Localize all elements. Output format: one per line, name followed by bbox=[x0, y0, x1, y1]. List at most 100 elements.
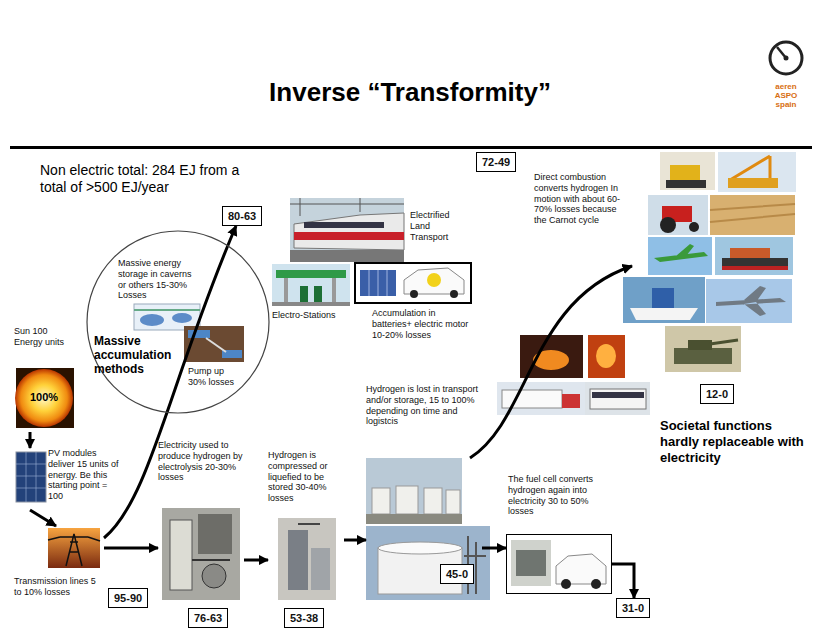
logo-gauge bbox=[770, 42, 802, 74]
header-rule bbox=[10, 146, 812, 149]
node-text: Transmission lines 5 to 10% losses bbox=[14, 576, 102, 598]
compressor-image bbox=[278, 518, 336, 600]
vehicle-collage bbox=[688, 340, 712, 350]
node-text: The fuel cell converts hydrogen again in… bbox=[508, 474, 612, 517]
node-text: Electro-Stations bbox=[272, 310, 352, 321]
vehicle-collage bbox=[710, 340, 738, 344]
electrolysis-image bbox=[202, 564, 226, 588]
process-step: Hydrogen is compressed or liquefied to b… bbox=[268, 450, 344, 602]
fuel-cell-car-image bbox=[516, 550, 546, 576]
flow-arrow bbox=[29, 432, 32, 448]
combustion-arrow bbox=[470, 266, 632, 458]
stage-value: 31-0 bbox=[622, 601, 644, 615]
box-outline bbox=[506, 534, 612, 594]
storage-tanks-image bbox=[396, 486, 418, 514]
transmission-image bbox=[48, 534, 100, 566]
stage-value: 95-90 bbox=[114, 591, 142, 605]
sun-image bbox=[15, 368, 74, 428]
train-image bbox=[290, 250, 404, 262]
battery-car-image bbox=[360, 268, 464, 298]
cavern-image bbox=[172, 313, 192, 323]
pv-module-image bbox=[16, 464, 46, 465]
conclusion-note: Societal functions hardly replaceable wi… bbox=[660, 418, 810, 466]
electro-station-image bbox=[314, 286, 322, 302]
pump-storage-image bbox=[184, 326, 244, 362]
vehicle-collage bbox=[710, 204, 795, 222]
industry-images bbox=[588, 335, 625, 378]
electrolysis-image bbox=[192, 559, 230, 561]
value-box: 45-0 bbox=[440, 564, 474, 584]
electrolysis-image bbox=[162, 508, 240, 600]
train-image bbox=[294, 213, 404, 250]
vehicle-collage bbox=[623, 152, 796, 372]
battery-car-image bbox=[410, 290, 418, 298]
lng-plant-image bbox=[366, 526, 490, 600]
stage-value: 45-0 bbox=[446, 567, 468, 581]
stage-value: 80-63 bbox=[228, 209, 256, 223]
process-step: Massive energy storage in caverns or oth… bbox=[118, 258, 198, 304]
node-text: Pump up 30% losses bbox=[188, 366, 244, 388]
flow-arrow bbox=[344, 539, 366, 542]
vehicle-collage bbox=[715, 237, 793, 275]
pv-module-image bbox=[16, 488, 46, 489]
lng-plant-image bbox=[366, 526, 490, 600]
electro-station-image bbox=[276, 270, 346, 278]
process-box: Accumulation in batteries+ electric moto… bbox=[354, 262, 478, 344]
transmission-image bbox=[48, 528, 100, 568]
node-text: Accumulation in batteries+ electric moto… bbox=[372, 308, 476, 340]
percent-value: 100% bbox=[24, 391, 64, 404]
electro-station-image bbox=[300, 286, 308, 302]
process-note: Direct combustion converts hydrogen In m… bbox=[534, 172, 624, 226]
pv-module-image bbox=[16, 452, 46, 502]
logo-gauge bbox=[784, 56, 789, 61]
value-box: 72-49 bbox=[476, 152, 516, 172]
storage-tanks-image bbox=[366, 458, 462, 524]
circle-outline bbox=[86, 230, 270, 414]
vehicle-collage bbox=[722, 266, 788, 270]
industry-images bbox=[590, 389, 646, 409]
electro-station-image bbox=[284, 278, 288, 302]
flow-arrow bbox=[30, 510, 56, 526]
battery-car-image bbox=[450, 290, 458, 298]
industry-images bbox=[497, 335, 650, 415]
vehicle-collage bbox=[706, 279, 792, 323]
stage-value: 72-49 bbox=[482, 155, 510, 169]
vehicle-collage bbox=[718, 152, 796, 192]
process-step: Electrified Land Transport bbox=[290, 198, 462, 262]
vehicle-collage bbox=[674, 348, 732, 364]
pump-storage-image bbox=[184, 326, 244, 362]
sun-image bbox=[16, 368, 74, 428]
compressor-image bbox=[298, 523, 320, 525]
electro-station-image bbox=[272, 264, 350, 306]
battery-car-image bbox=[427, 273, 441, 287]
electro-station-image bbox=[272, 264, 350, 306]
vehicle-collage bbox=[670, 165, 700, 180]
stage-value: 76-63 bbox=[194, 611, 222, 625]
pump-storage-image bbox=[206, 338, 226, 352]
industry-images bbox=[562, 394, 580, 408]
battery-car-image bbox=[404, 268, 464, 294]
vehicle-collage bbox=[630, 308, 698, 320]
storage-tanks-image bbox=[366, 514, 462, 524]
electro-station-image bbox=[272, 302, 350, 306]
electrolysis-image bbox=[170, 520, 192, 590]
transmission-image bbox=[48, 528, 100, 568]
process-step: Hydrogen is lost in transport and/or sto… bbox=[366, 384, 482, 556]
vehicle-collage bbox=[648, 195, 708, 235]
node-text: Hydrogen is lost in transport and/or sto… bbox=[366, 384, 482, 427]
cavern-image bbox=[134, 309, 200, 311]
fuel-cell-car-image bbox=[511, 540, 551, 586]
fuel-cell-car-image bbox=[556, 554, 606, 584]
vehicle-collage bbox=[689, 222, 699, 232]
process-step: Pump up 30% losses bbox=[184, 326, 246, 390]
pv-module-image bbox=[16, 476, 46, 477]
pv-module-image bbox=[16, 452, 46, 502]
flow-arrow bbox=[104, 547, 158, 550]
label-area: aeren ASPO spain bbox=[768, 82, 804, 109]
compressor-image bbox=[311, 548, 330, 590]
compressor-image bbox=[288, 530, 308, 590]
sun-image bbox=[15, 369, 73, 427]
pv-module-image bbox=[36, 452, 37, 502]
label-area: Direct combustion converts hydrogen In m… bbox=[534, 172, 624, 226]
flow-arrow bbox=[612, 564, 634, 598]
